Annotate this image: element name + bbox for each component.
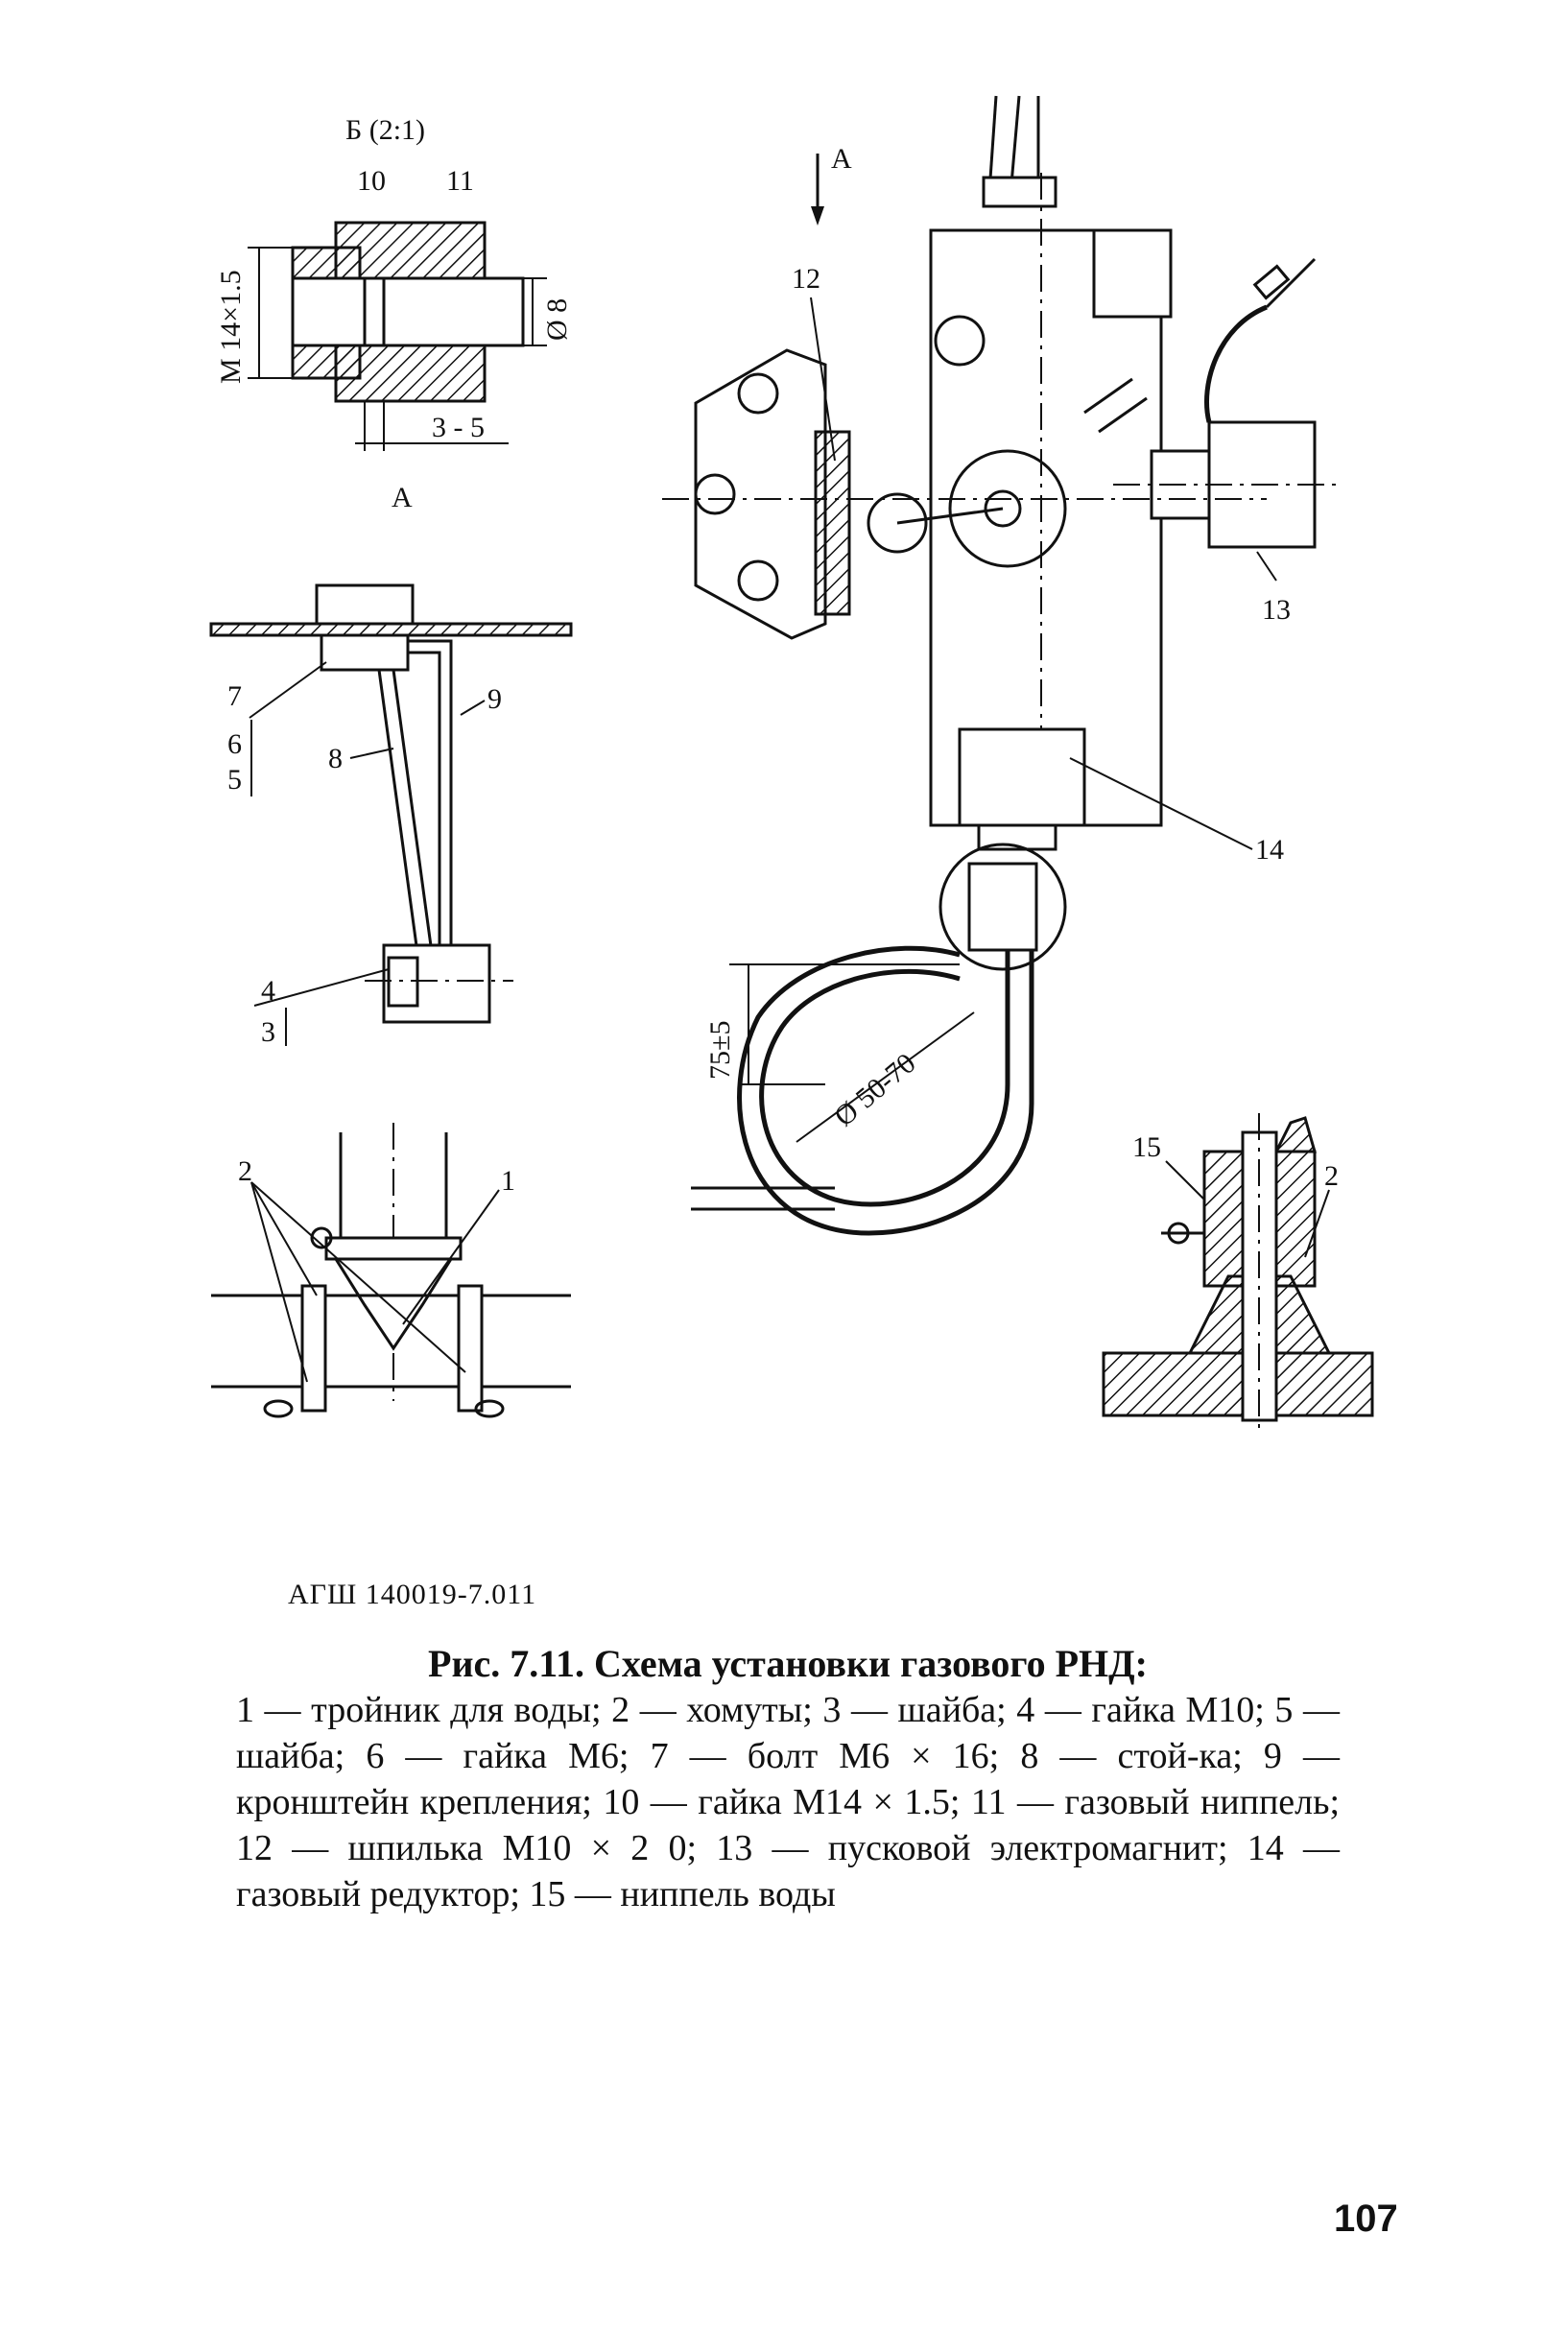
detail-b-section: Б (2:1) 10 11 М 14×1.5 Ø 8 3 - 5 А [215, 114, 573, 513]
water-tee-assembly: 2 1 [211, 1123, 571, 1418]
view-arrow-label: А [831, 143, 852, 175]
water-nipple-section: 15 2 [1102, 1113, 1374, 1430]
label-10: 10 [357, 165, 386, 197]
dim-loop-diameter: Ø 50-70 [828, 1047, 921, 1132]
label-3: 3 [261, 1016, 275, 1048]
label-6: 6 [227, 728, 242, 760]
label-7: 7 [227, 680, 242, 712]
caption-title: Рис. 7.11. Схема установки газового РНД: [428, 1642, 1148, 1685]
label-14: 14 [1255, 834, 1284, 866]
label-1: 1 [501, 1165, 515, 1197]
figure-caption: Рис. 7.11. Схема установки газового РНД:… [236, 1641, 1340, 1917]
label-8: 8 [328, 743, 343, 774]
detail-b-title: Б (2:1) [345, 114, 425, 146]
document-code: АГШ 140019-7.011 [288, 1579, 537, 1610]
label-2-tee: 2 [238, 1155, 252, 1187]
label-5: 5 [227, 764, 242, 796]
label-13: 13 [1262, 594, 1291, 626]
gas-reducer-assembly: А [662, 95, 1343, 1236]
dim-thread: М 14×1.5 [215, 270, 247, 384]
label-9: 9 [487, 683, 502, 715]
dim-diameter: Ø 8 [541, 298, 573, 341]
bracket-assembly: 7 6 5 8 9 4 3 [209, 583, 573, 1048]
label-12: 12 [792, 263, 820, 295]
label-2-nipple: 2 [1324, 1160, 1339, 1192]
dim-height: 75±5 [704, 1021, 736, 1080]
label-4: 4 [261, 975, 275, 1007]
label-11: 11 [446, 165, 474, 197]
page-number: 107 [1334, 2198, 1398, 2240]
label-15: 15 [1132, 1131, 1161, 1163]
caption-body: 1 — тройник для воды; 2 — хомуты; 3 — ша… [236, 1690, 1340, 1914]
dim-length: 3 - 5 [432, 412, 485, 443]
view-a-label: А [392, 482, 413, 513]
